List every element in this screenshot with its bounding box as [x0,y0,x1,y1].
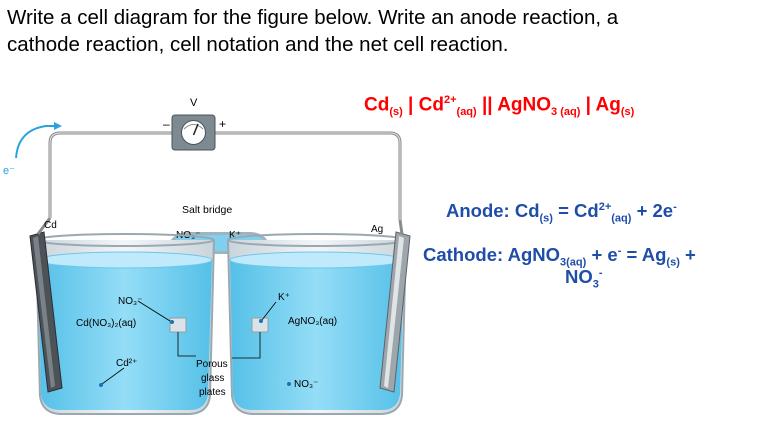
electron-label: e⁻ [3,165,15,177]
no3-right-label: NO₃⁻ [294,379,318,390]
cadmium-electrode: Cd [29,217,63,393]
cell-notation: Cd(s) | Cd2+(aq) || AgNO3 (aq) | Ag(s) [364,94,635,119]
no3-left-label: NO₃⁻ [118,296,142,307]
cathode-reaction-line-2: NO3- [565,266,603,291]
wire-right [215,131,402,220]
k-right-label: K⁺ [278,292,290,303]
electron-flow-arrow [15,125,60,159]
cathode-reaction: Cathode: AgNO3(aq) + e- = Ag(s) + [423,244,696,269]
anode-reaction: Anode: Cd(s) = Cd2+(aq) + 2e- [446,200,677,225]
wire [48,131,172,218]
galvanic-cell-figure: e⁻ V – + Salt bridge NO₃⁻ K⁺ [3,97,411,415]
porous-label-2: glass [201,373,224,384]
k-bridge-label: K⁺ [229,230,241,241]
question-line-2: cathode reaction, cell notation and the … [7,33,509,56]
ag-solution-label: AgNO₃(aq) [288,316,337,327]
cd-electrode-label: Cd [44,220,57,231]
porous-label-1: Porous [196,359,228,370]
minus-terminal: – [163,117,170,131]
left-beaker [35,233,215,415]
salt-bridge-label: Salt bridge [182,204,232,216]
voltmeter-label: V [190,97,198,109]
right-beaker [227,233,407,415]
porous-label-3: plates [199,387,226,398]
cd-solution-label: Cd(NO₃)₂(aq) [76,318,136,329]
plus-terminal: + [219,117,226,131]
voltmeter: V – + [163,97,226,151]
question-line-1: Write a cell diagram for the figure belo… [7,6,619,29]
question-text: Write a cell diagram for the figure belo… [7,4,752,58]
silver-electrode: Ag [371,219,411,393]
ag-electrode-label: Ag [371,224,383,235]
cd-ion-label: Cd²⁺ [116,358,137,369]
